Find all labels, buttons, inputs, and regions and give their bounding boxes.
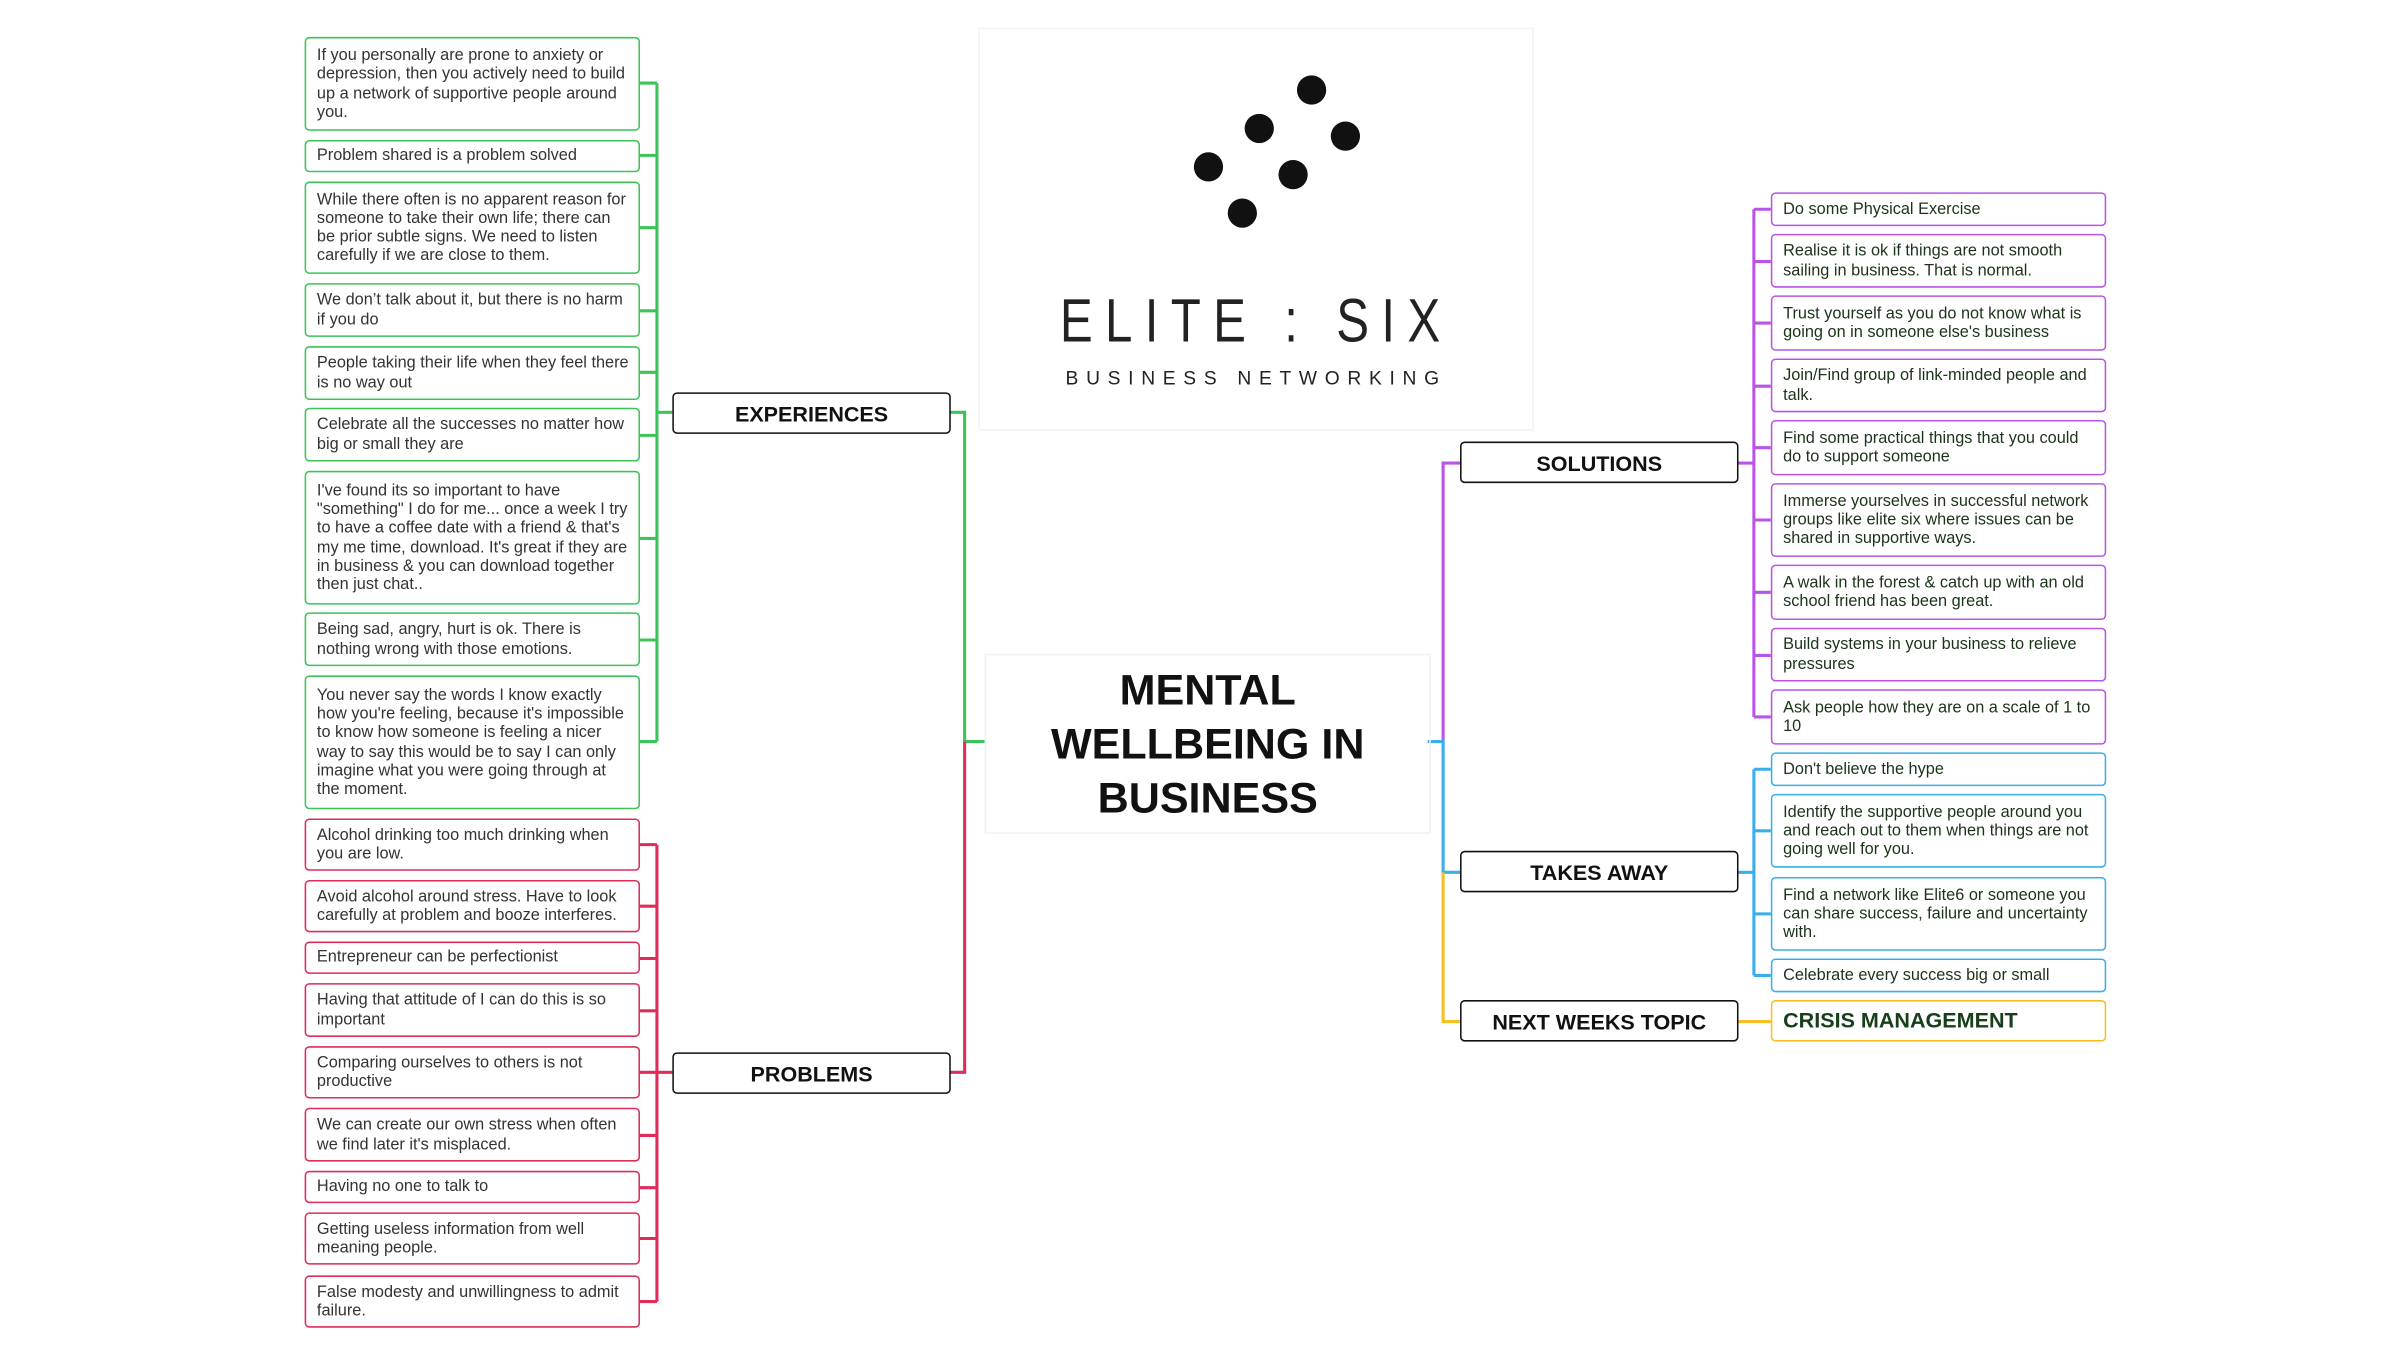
experiences-connectors: [640, 81, 985, 744]
problems-node[interactable]: Entrepreneur can be perfectionist: [304, 941, 641, 974]
experiences-node[interactable]: While there often is no apparent reason …: [304, 181, 641, 274]
logo-subtitle: BUSINESS NETWORKING: [1065, 367, 1447, 390]
logo-dot: [1296, 75, 1327, 105]
experiences-node[interactable]: People taking their life when they feel …: [304, 346, 641, 401]
problems-node[interactable]: Having that attitude of I can do this is…: [304, 983, 641, 1037]
problems-connectors: [640, 741, 967, 1304]
branch-solutions[interactable]: SOLUTIONS: [1460, 441, 1739, 484]
problems-node[interactable]: Getting useless information from well me…: [304, 1212, 641, 1265]
takes-away-node[interactable]: Identify the supportive people around yo…: [1770, 793, 2107, 868]
problems-node[interactable]: Comparing ourselves to others is not pro…: [304, 1046, 641, 1099]
experiences-node[interactable]: We don’t talk about it, but there is no …: [304, 283, 641, 337]
branch-experiences[interactable]: EXPERIENCES: [672, 392, 951, 434]
solutions-node[interactable]: Realise it is ok if things are not smoot…: [1770, 233, 2107, 288]
central-topic[interactable]: MENTAL WELLBEING IN BUSINESS: [984, 653, 1431, 834]
experiences-node[interactable]: If you personally are prone to anxiety o…: [304, 36, 641, 131]
solutions-node[interactable]: Do some Physical Exercise: [1770, 192, 2107, 227]
logo-dot: [1227, 198, 1257, 228]
experiences-node[interactable]: Being sad, angry, hurt is ok. There is n…: [304, 612, 641, 667]
next-weeks-topic-node[interactable]: CRISIS MANAGEMENT: [1770, 1000, 2107, 1042]
solutions-node[interactable]: Immerse yourselves in successful network…: [1770, 483, 2107, 557]
next-week-connectors: [1441, 872, 1771, 1024]
solutions-node[interactable]: Find some practical things that you coul…: [1770, 420, 2107, 476]
solutions-node[interactable]: Build systems in your business to reliev…: [1770, 627, 2107, 682]
solutions-connectors: [1441, 207, 1771, 742]
problems-node[interactable]: Alcohol drinking too much drinking when …: [304, 818, 641, 871]
solutions-node[interactable]: A walk in the forest & catch up with an …: [1770, 564, 2107, 621]
experiences-node[interactable]: You never say the words I know exactly h…: [304, 675, 641, 810]
logo-dot: [1193, 152, 1224, 182]
takes-away-node[interactable]: Celebrate every success big or small: [1770, 958, 2107, 993]
elite-six-logo: ELITE : SIX BUSINESS NETWORKING: [978, 27, 1534, 431]
experiences-node[interactable]: Celebrate all the successes no matter ho…: [304, 407, 641, 462]
branch-next-weeks-topic[interactable]: NEXT WEEKS TOPIC: [1460, 1000, 1739, 1042]
solutions-node[interactable]: Ask people how they are on a scale of 1 …: [1770, 689, 2107, 745]
logo-dot: [1330, 121, 1361, 151]
logo-dot: [1244, 113, 1274, 144]
logo-name: ELITE : SIX: [1059, 287, 1453, 356]
solutions-node[interactable]: Join/Find group of link-minded people an…: [1770, 358, 2107, 413]
experiences-node[interactable]: Problem shared is a problem solved: [304, 140, 641, 173]
branch-takes-away[interactable]: TAKES AWAY: [1460, 850, 1739, 893]
problems-node[interactable]: False modesty and unwillingness to admit…: [304, 1275, 641, 1328]
problems-node[interactable]: Avoid alcohol around stress. Have to loo…: [304, 880, 641, 933]
branch-problems[interactable]: PROBLEMS: [672, 1052, 951, 1094]
problems-node[interactable]: Having no one to talk to: [304, 1170, 641, 1204]
experiences-node[interactable]: I've found its so important to have "som…: [304, 470, 641, 605]
logo-dot: [1278, 160, 1308, 190]
takes-away-node[interactable]: Don't believe the hype: [1770, 752, 2107, 787]
takes-away-node[interactable]: Find a network like Elite6 or someone yo…: [1770, 876, 2107, 951]
takes-away-connectors: [1427, 740, 1771, 977]
solutions-node[interactable]: Trust yourself as you do not know what i…: [1770, 295, 2107, 351]
problems-node[interactable]: We can create our own stress when often …: [304, 1107, 641, 1162]
